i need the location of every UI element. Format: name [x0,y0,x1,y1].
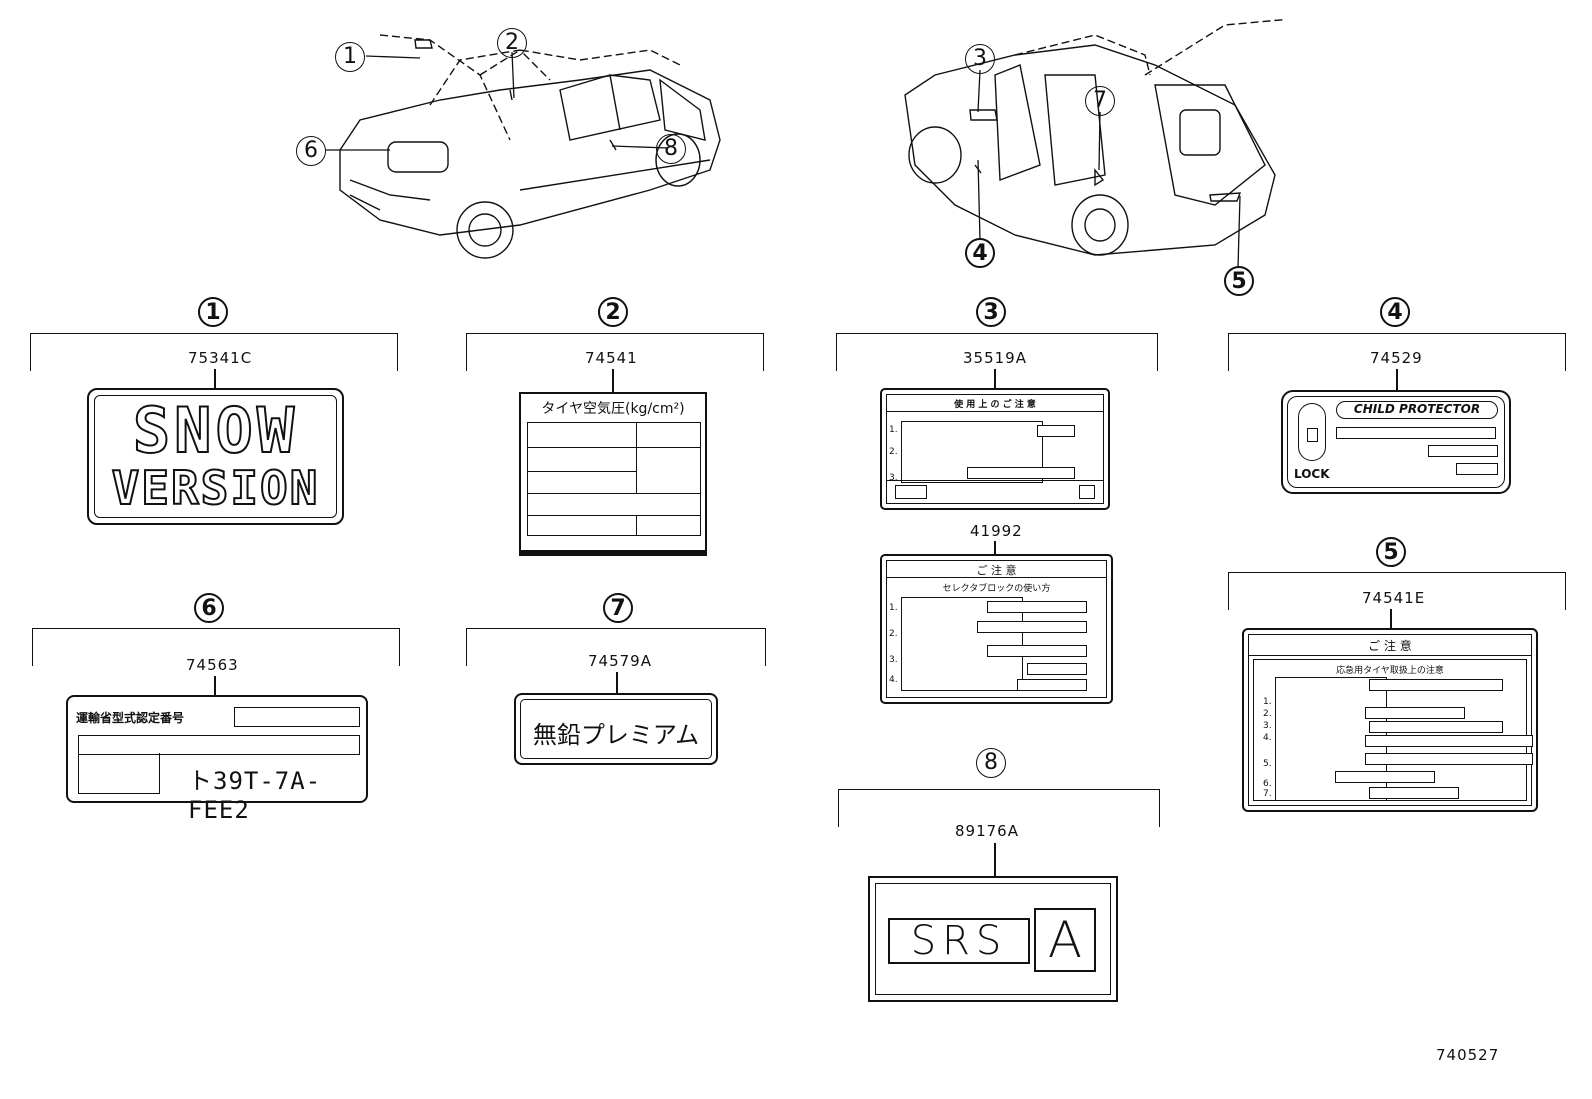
caution-selector-label: ご 注 意 セレクタブロックの使い方 1. 2. 3. 4. [880,554,1113,704]
stem-2 [612,369,614,393]
part-number-74563: 74563 [186,656,239,674]
child-protector-label: CHILD PROTECTOR LOCK [1281,390,1511,494]
part-number-74529: 74529 [1370,349,1423,367]
caution-use-label: 使 用 上 の ご 注 意 1. 2. 3. [880,388,1110,510]
row-2: 2. [889,447,898,457]
figure-id: 740527 [1436,1046,1500,1064]
srs-text: SRS [888,918,1030,964]
srs-label: SRS A [868,876,1118,1002]
tire-pressure-grid [527,422,701,536]
tire-pressure-title: タイヤ空気圧(kg/cm²) [541,401,685,417]
caution-selector-inner: ご 注 意 セレクタブロックの使い方 1. 2. 3. 4. [886,560,1107,698]
child-protector-title: CHILD PROTECTOR [1336,401,1498,419]
part-number-75341C: 75341C [188,349,253,367]
stem-6 [214,676,216,696]
bracket-3 [836,333,1158,371]
callout-6: 6 [194,593,224,623]
snow-text: SNOW [132,394,299,467]
premium-unleaded-label: 無鉛プレミアム [514,693,718,765]
callout-3-car: 3 [965,44,995,74]
callout-6-car: 6 [296,136,326,166]
row-1: 1. [889,425,898,435]
callout-8-car: 8 [656,134,686,164]
part-number-74579A: 74579A [588,652,652,670]
callout-8: 8 [976,748,1006,778]
srs-a-text: A [1034,908,1096,972]
stem-3b [994,541,996,555]
spare-tire-subtitle: 応急用タイヤ取扱上の注意 [1336,666,1444,676]
lock-switch-icon [1298,403,1326,461]
caution-selector-title: ご 注 意 [976,564,1017,577]
bracket-2 [466,333,764,371]
snow-version-label: SNOW VERSION [87,388,344,525]
part-number-89176A: 89176A [955,822,1019,840]
callout-2-car: 2 [497,28,527,58]
stem-8 [994,843,996,877]
stem-4 [1396,369,1398,391]
model-code-text: ト39T-7A-FEE2 [188,767,322,824]
bracket-7 [466,628,766,666]
part-number-35519A: 35519A [963,349,1027,367]
lock-text: LOCK [1294,467,1330,481]
stem-7 [616,672,618,694]
premium-text: 無鉛プレミアム [532,721,700,749]
part-number-74541E: 74541E [1362,589,1426,607]
srs-inner [875,883,1111,995]
caution-use-inner: 使 用 上 の ご 注 意 1. 2. 3. [886,394,1104,504]
bracket-1 [30,333,398,371]
selector-lock-subtitle: セレクタブロックの使い方 [942,584,1051,594]
child-protector-inner: CHILD PROTECTOR LOCK [1287,396,1505,488]
bracket-8 [838,789,1160,827]
callout-5-car: 5 [1224,266,1254,296]
spare-tire-inner: ご 注 意 応急用タイヤ取扱上の注意 1. 2. 3. 4. 5. 6. 7. [1248,634,1533,806]
stem-3a [994,369,996,389]
snow-version-inner-border [94,395,337,518]
bracket-4 [1228,333,1566,371]
bracket-6 [32,628,400,666]
callout-3: 3 [976,297,1006,327]
front-car-illustration [339,34,721,259]
bracket-5 [1228,572,1566,610]
callout-1: 1 [198,297,228,327]
row-3: 3. [889,473,898,483]
callout-1-car: 1 [335,42,365,72]
callout-2: 2 [598,297,628,327]
callout-4-car: 4 [965,238,995,268]
callout-5: 5 [1376,537,1406,567]
callout-7-car: 7 [1085,86,1115,116]
version-text: VERSION [111,461,320,515]
stem-5 [1390,609,1392,629]
premium-inner [520,699,712,759]
callout-4: 4 [1380,297,1410,327]
callout-7: 7 [603,593,633,623]
approval-number-label: 運輸省型式認定番号 ト39T-7A-FEE2 [66,695,368,824]
spare-caution-title: ご 注 意 [1368,639,1412,653]
spare-tire-caution-label: ご 注 意 応急用タイヤ取扱上の注意 1. 2. 3. 4. 5. 6. 7. [1242,628,1538,812]
caution-use-title: 使 用 上 の ご 注 意 [954,400,1036,410]
rear-car-illustration [904,18,1285,256]
stem-1 [214,369,216,389]
tire-pressure-label: タイヤ空気圧(kg/cm²) [519,392,707,556]
approval-number-text: 運輸省型式認定番号 [76,711,185,725]
part-number-41992: 41992 [970,522,1023,540]
part-number-74541: 74541 [585,349,638,367]
